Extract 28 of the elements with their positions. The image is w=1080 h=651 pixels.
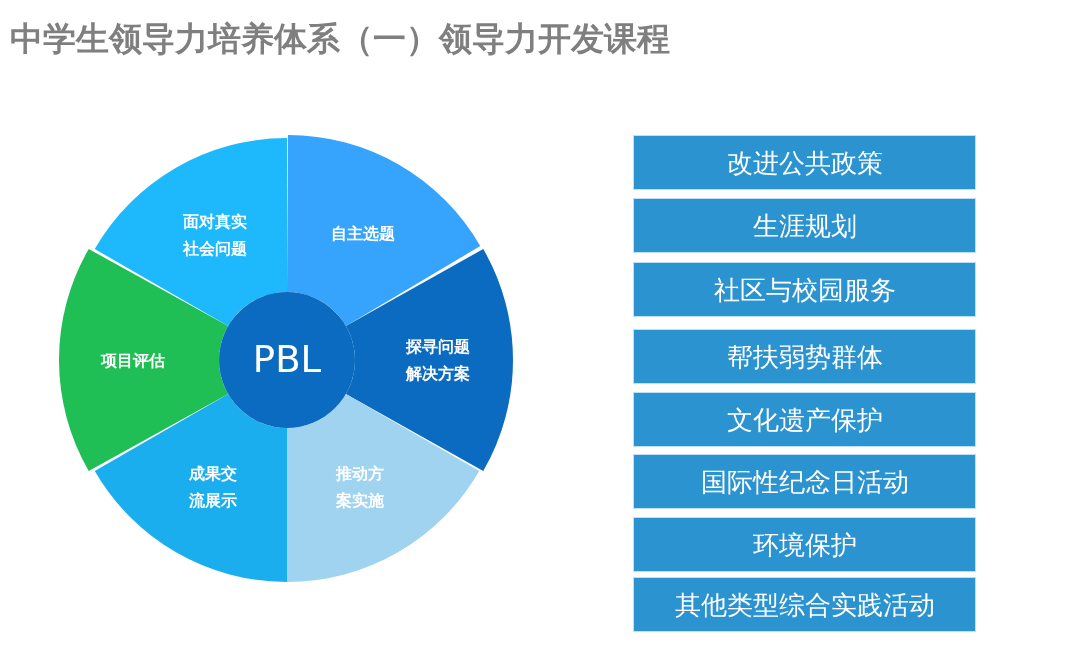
course-label: 帮扶弱势群体 — [726, 340, 883, 373]
center-label: PBL — [252, 338, 322, 382]
course-box — [633, 329, 976, 384]
course-label: 生涯规划 — [752, 209, 857, 242]
course-box — [633, 454, 976, 509]
course-box — [633, 392, 976, 447]
segment-label: 项目评估 — [101, 349, 165, 372]
course-box — [633, 135, 976, 190]
segment-label: 成果交流展示 — [188, 463, 238, 512]
course-box — [633, 262, 976, 317]
pie-segment — [287, 135, 481, 326]
segment-label: 探寻问题解决方案 — [404, 336, 471, 385]
segment-label: 推动方案实施 — [334, 463, 385, 512]
course-label: 社区与校园服务 — [713, 273, 896, 306]
title: 中学生领导力培养体系（一）领导力开发课程 — [10, 19, 670, 59]
course-box — [633, 198, 976, 253]
course-label: 环境保护 — [752, 528, 857, 561]
course-label: 文化遗产保护 — [726, 403, 883, 436]
pie-segment — [94, 394, 287, 582]
segment-label: 自主选题 — [331, 222, 395, 245]
pie-segment — [287, 394, 480, 582]
course-box — [633, 517, 976, 572]
pie-segment — [94, 138, 287, 326]
course-label: 其他类型综合实践活动 — [674, 588, 935, 621]
course-box — [633, 577, 976, 632]
segment-label: 面对真实社会问题 — [182, 211, 248, 260]
course-label: 改进公共政策 — [726, 146, 883, 179]
course-label: 国际性纪念日活动 — [700, 465, 909, 498]
